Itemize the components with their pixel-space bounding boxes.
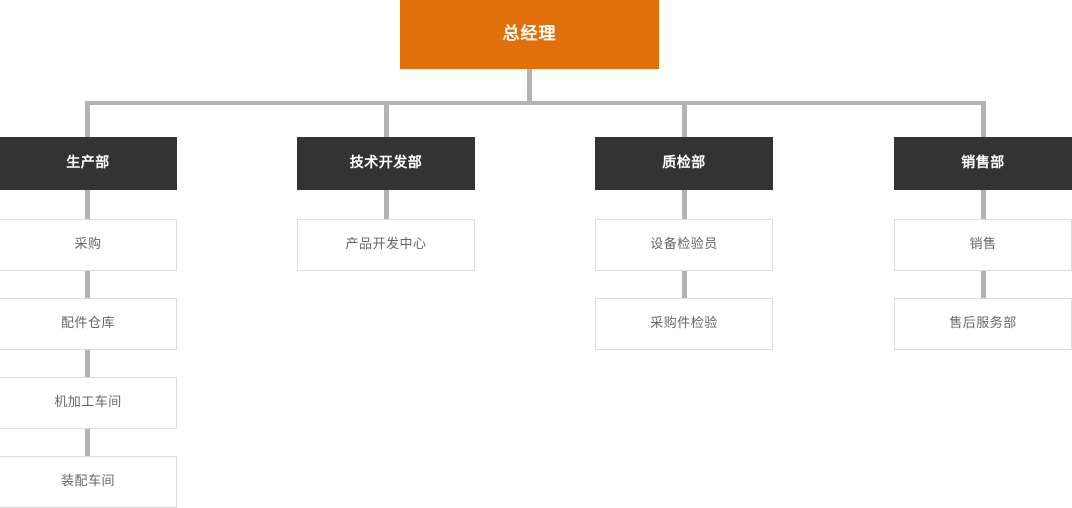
org-node-dept-4-child-1[interactable]: 销售 [894,219,1072,271]
connector-dept-2-child-1 [384,190,389,219]
org-node-dept-3[interactable]: 质检部 [595,137,773,190]
org-node-dept-3-child-2-label: 采购件检验 [650,316,718,332]
org-node-root-label: 总经理 [502,24,557,45]
org-node-dept-4-child-1-label: 销售 [969,237,997,253]
org-node-root[interactable]: 总经理 [400,0,659,69]
org-node-dept-2-child-1-label: 产品开发中心 [345,237,427,253]
org-node-dept-1-child-4[interactable]: 装配车间 [0,456,177,508]
org-node-dept-1-child-2[interactable]: 配件仓库 [0,298,177,350]
org-node-dept-2-label: 技术开发部 [349,155,423,172]
org-node-dept-1-child-4-label: 装配车间 [60,474,115,490]
connector-dept-3-child-1 [682,190,687,219]
connector-bus-to-dept-2 [384,101,389,137]
connector-dept-3-child-2 [682,271,687,298]
connector-root-stem [527,69,532,105]
org-node-dept-4-label: 销售部 [961,155,1005,172]
connector-dept-4-child-1 [981,190,986,219]
connector-dept-1-child-1 [85,190,90,219]
connector-bus-to-dept-1 [85,101,90,137]
connector-dept-1-child-2 [85,271,90,298]
org-node-dept-4[interactable]: 销售部 [894,137,1072,190]
org-node-dept-1-child-1[interactable]: 采购 [0,219,177,271]
org-node-dept-4-child-2[interactable]: 售后服务部 [894,298,1072,350]
org-node-dept-1[interactable]: 生产部 [0,137,177,190]
org-node-dept-2[interactable]: 技术开发部 [297,137,475,190]
org-node-dept-3-child-1[interactable]: 设备检验员 [595,219,773,271]
org-node-dept-3-child-1-label: 设备检验员 [650,237,718,253]
org-node-dept-1-child-3-label: 机加工车间 [54,395,122,411]
org-node-dept-1-child-1-label: 采购 [74,237,102,253]
org-node-dept-1-label: 生产部 [66,155,110,172]
org-node-dept-3-child-2[interactable]: 采购件检验 [595,298,773,350]
org-node-dept-3-label: 质检部 [662,155,706,172]
connector-dept-4-child-2 [981,271,986,298]
connector-horizontal-bus [85,101,986,105]
org-node-dept-2-child-1[interactable]: 产品开发中心 [297,219,475,271]
connector-dept-1-child-3 [85,350,90,377]
connector-bus-to-dept-3 [682,101,687,137]
org-node-dept-1-child-3[interactable]: 机加工车间 [0,377,177,429]
connector-bus-to-dept-4 [981,101,986,137]
connector-dept-1-child-4 [85,429,90,456]
org-node-dept-1-child-2-label: 配件仓库 [60,316,115,332]
org-node-dept-4-child-2-label: 售后服务部 [949,316,1017,332]
